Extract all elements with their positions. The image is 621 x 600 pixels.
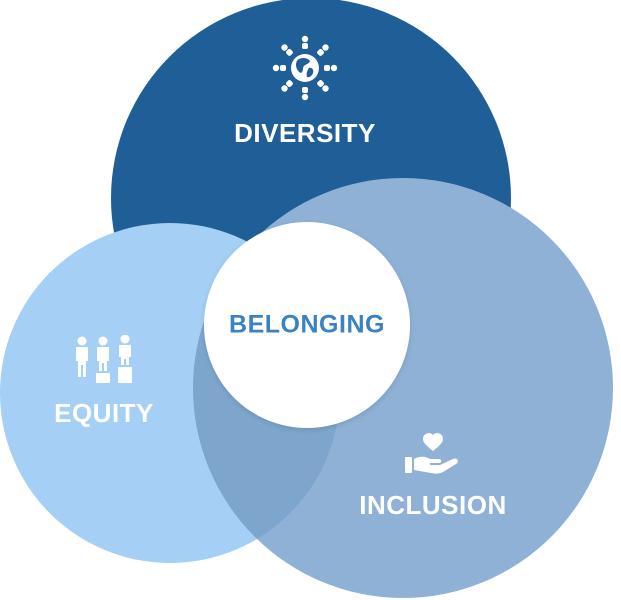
heart-in-hand-icon — [405, 433, 458, 474]
equity-label: EQUITY — [54, 398, 154, 428]
globe-people-icon — [272, 35, 338, 101]
people-on-podium-icon — [76, 335, 132, 383]
inclusion-label: INCLUSION — [359, 490, 507, 520]
diversity-label: DIVERSITY — [234, 118, 376, 148]
belonging-label: BELONGING — [229, 310, 385, 339]
belonging-circle — [204, 222, 410, 428]
